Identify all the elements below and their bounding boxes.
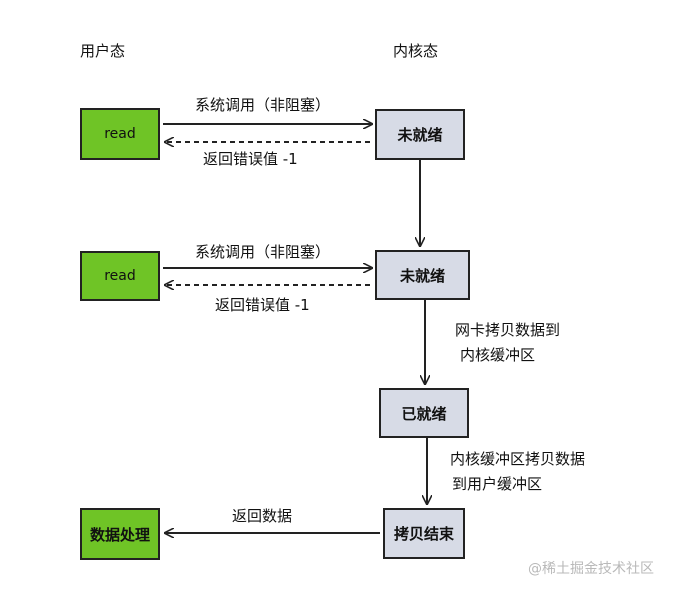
- watermark: @稀土掘金技术社区: [528, 561, 654, 577]
- kernel-mode-header: 内核态: [393, 42, 439, 60]
- kernel-copy-label-line2: 到用户缓冲区: [452, 475, 543, 493]
- read-node-1: read: [80, 108, 160, 160]
- kernel-copy-label-line1: 内核缓冲区拷贝数据: [450, 450, 586, 468]
- user-mode-header: 用户态: [80, 42, 126, 60]
- syscall-label-2: 系统调用（非阻塞）: [195, 243, 331, 261]
- data-processing-node: 数据处理: [80, 508, 160, 560]
- return-error-label-2: 返回错误值 -1: [215, 296, 310, 314]
- return-data-label: 返回数据: [232, 507, 293, 525]
- syscall-label-1: 系统调用（非阻塞）: [195, 96, 331, 114]
- ready-node: 已就绪: [379, 388, 469, 438]
- nic-copy-label-line2: 内核缓冲区: [460, 346, 536, 364]
- read-node-2: read: [80, 251, 160, 301]
- copy-done-node: 拷贝结束: [383, 508, 465, 559]
- not-ready-node-2: 未就绪: [375, 250, 470, 300]
- not-ready-node-1: 未就绪: [375, 109, 465, 160]
- nic-copy-label-line1: 网卡拷贝数据到: [455, 321, 561, 339]
- return-error-label-1: 返回错误值 -1: [203, 150, 298, 168]
